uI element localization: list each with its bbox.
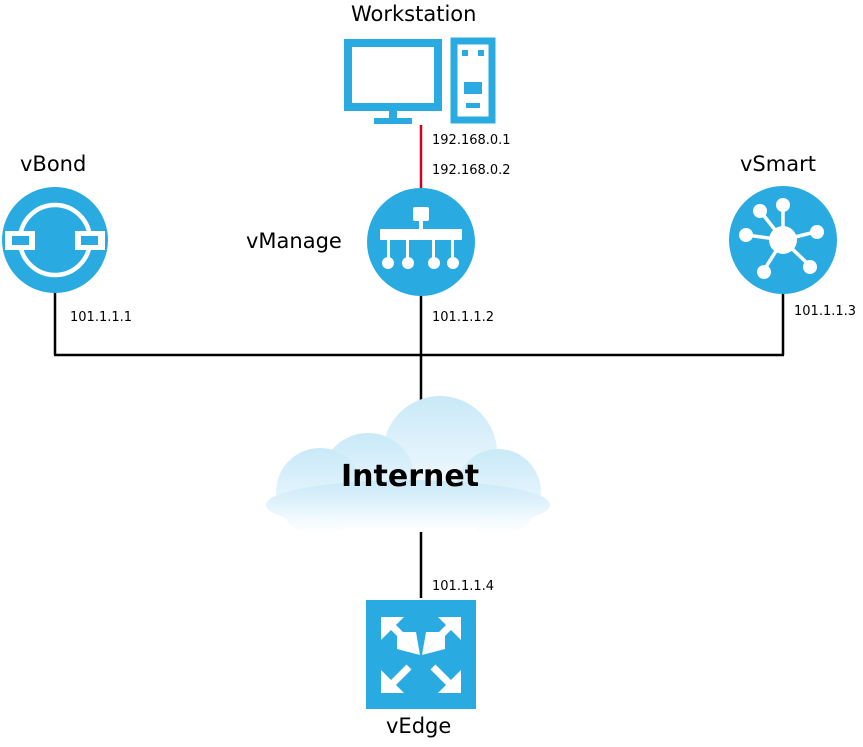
vsmart-label: vSmart — [740, 152, 816, 176]
cloud-icon — [266, 396, 550, 536]
ip-vbond: 101.1.1.1 — [70, 310, 133, 325]
vedge-label: vEdge — [386, 714, 452, 738]
vedge-icon — [366, 600, 476, 709]
ip-vsmart: 101.1.1.3 — [794, 304, 857, 319]
ip-vmanage-mgmt: 192.168.0.2 — [432, 163, 511, 178]
vmanage-icon — [367, 188, 475, 296]
workstation-icon — [344, 37, 496, 124]
vbond-icon — [2, 187, 108, 293]
internet-label: Internet — [341, 459, 480, 494]
workstation-label: Workstation — [351, 2, 477, 26]
ip-workstation: 192.168.0.1 — [432, 133, 511, 148]
vsmart-icon — [729, 186, 837, 294]
vmanage-label: vManage — [246, 229, 342, 253]
vbond-label: vBond — [20, 152, 87, 176]
ip-vedge: 101.1.1.4 — [432, 579, 495, 594]
ip-vmanage: 101.1.1.2 — [432, 310, 495, 325]
